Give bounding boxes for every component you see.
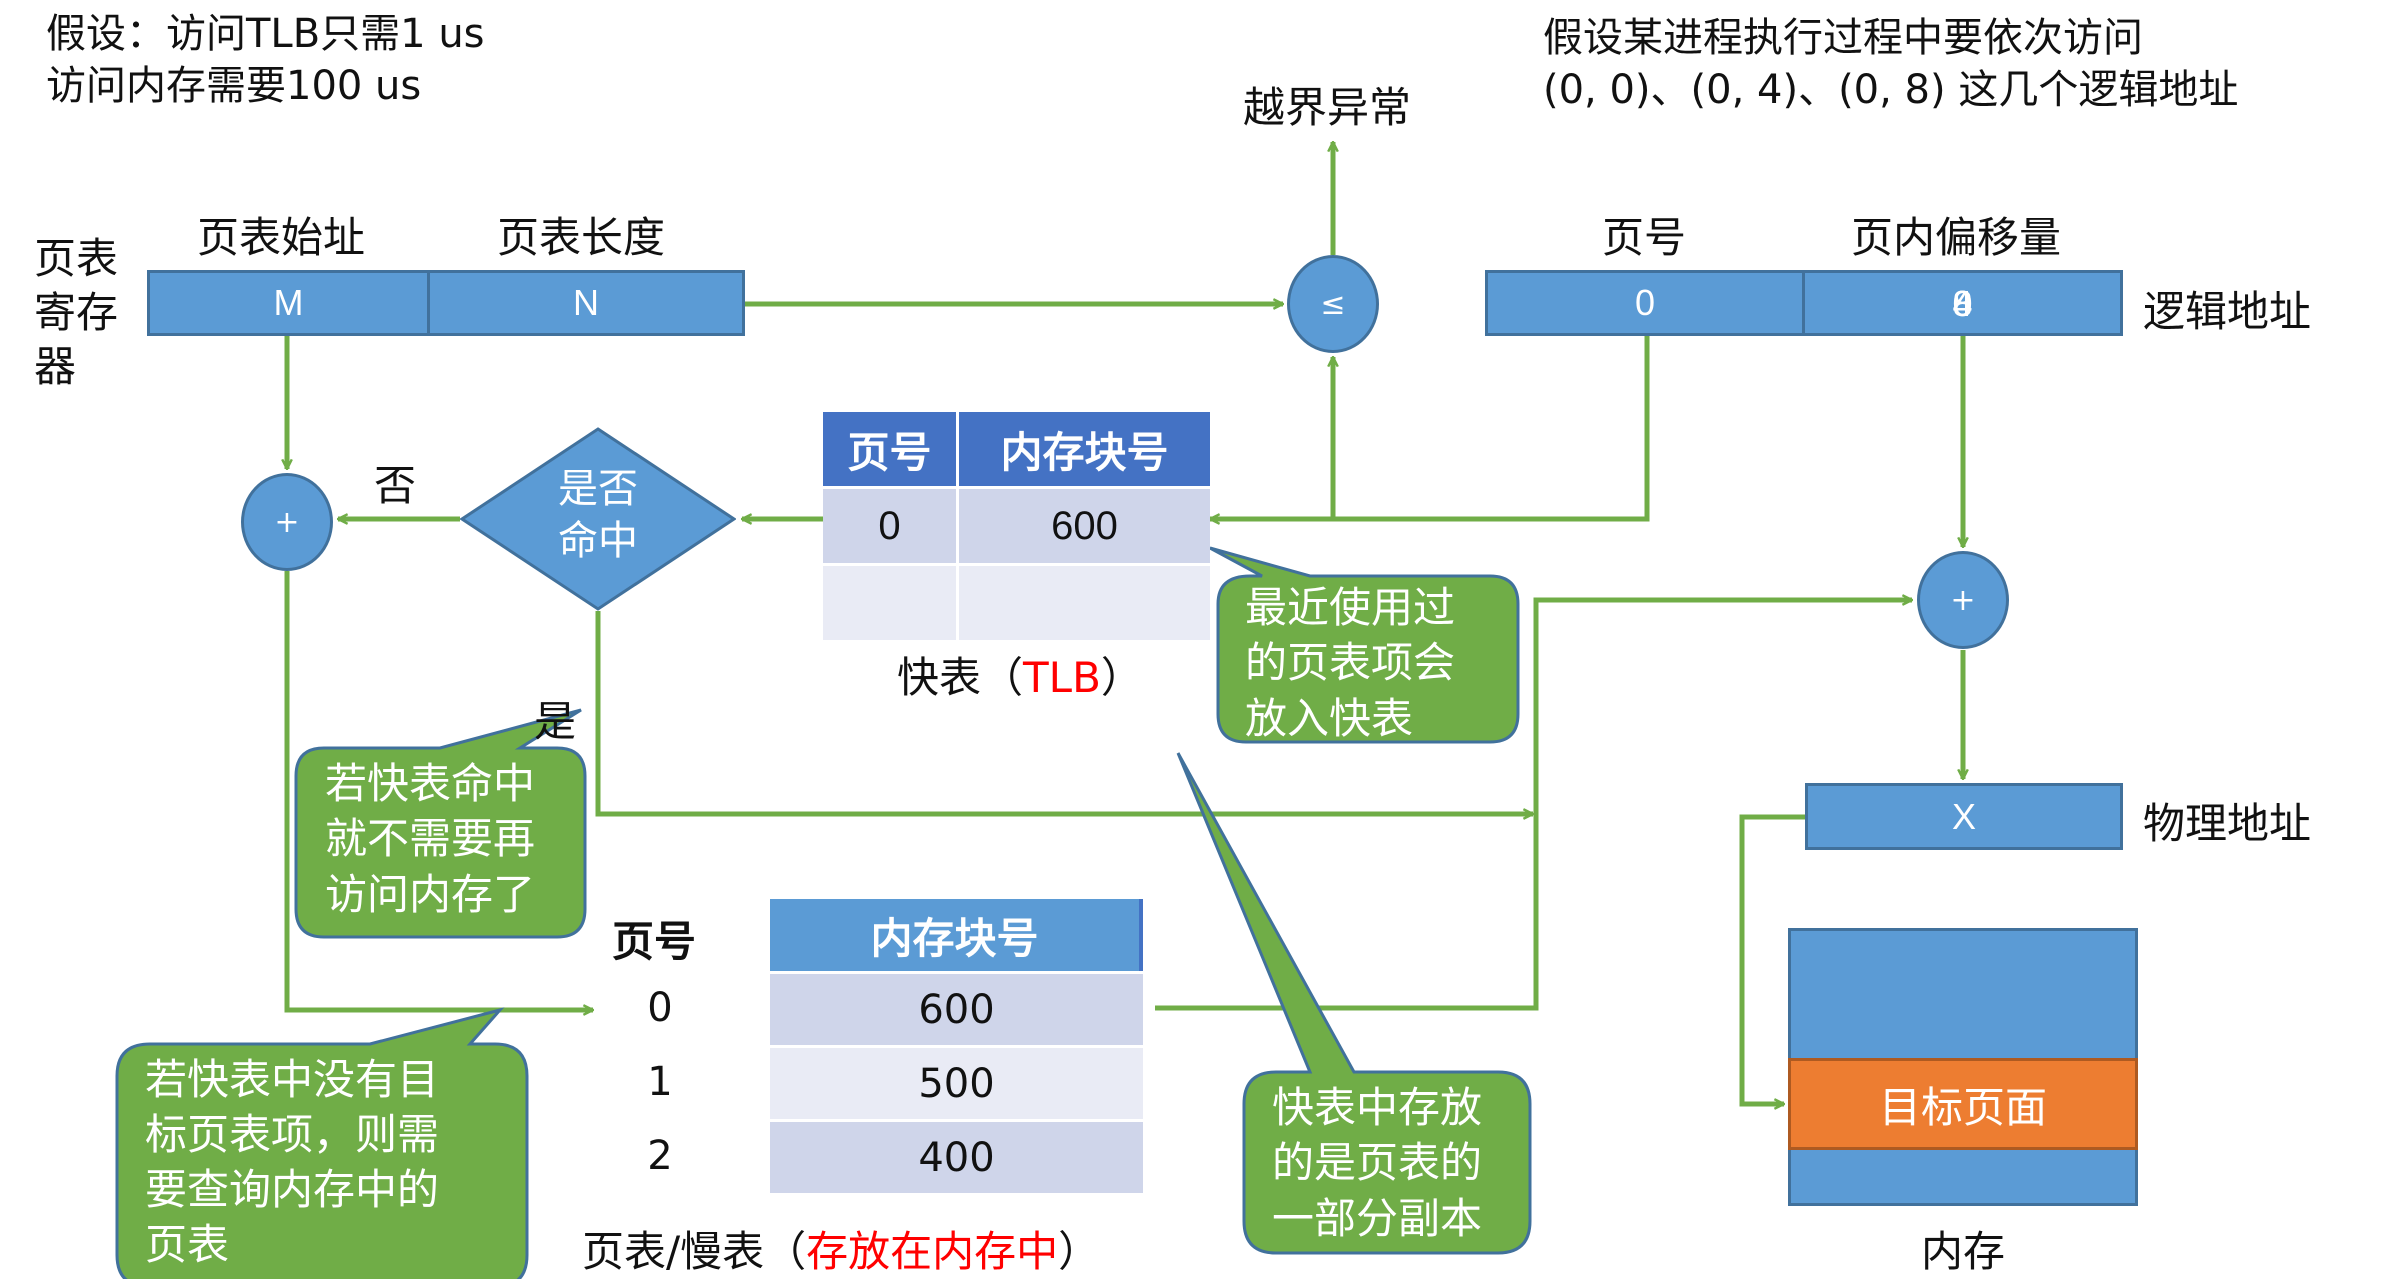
tlb-table: 页号 内存块号 0 600	[823, 412, 1210, 640]
line-page-to-tlb	[1210, 336, 1650, 519]
arrow-decision-yes-to-merge	[595, 611, 1533, 814]
yes-label: 是	[534, 697, 577, 746]
callout-hit-bubble	[294, 708, 587, 939]
decision-text: 是否 命中	[460, 463, 736, 567]
memory-label: 内存	[1921, 1227, 2006, 1276]
callout-recent-text: 最近使用过 的页表项会 放入快表	[1245, 580, 1455, 746]
tlb-row: 0 600	[823, 486, 1210, 565]
callout-hit-line: 就不需要再	[325, 814, 536, 864]
tlb-cell-page: 0	[823, 486, 959, 565]
callout-hit-text: 若快表命中 就不需要再 访问内存了	[325, 756, 535, 922]
page-table-register-label: 页表 寄存 器	[34, 232, 118, 394]
page-table-page-column: 0 1 2	[610, 971, 710, 1192]
adder-node-right: +	[1917, 551, 2009, 649]
adder-node-left: +	[241, 473, 333, 571]
page-table-start-cell: M	[147, 270, 430, 336]
callout-hit-line: 若快表命中	[325, 759, 536, 808]
page-table-caption-prefix: 页表/慢表（	[582, 1227, 807, 1276]
compare-node: ≤	[1287, 255, 1379, 353]
tlb-caption-highlight: TLB	[1023, 653, 1101, 702]
callout-recent-line: 放入快表	[1245, 693, 1414, 743]
offset-overlapping-values: 0 4 8	[1949, 283, 1977, 324]
callout-recent-line: 最近使用过	[1245, 583, 1456, 632]
page-offset-label: 页内偏移量	[1851, 213, 2062, 262]
page-number-label: 页号	[1602, 213, 1687, 262]
offset-value-2: 8	[1952, 283, 1973, 324]
tlb-header-row: 页号 内存块号	[823, 412, 1210, 488]
arrow-page-table-to-adder2	[1155, 600, 1912, 1011]
page-table-page-number: 0	[647, 985, 673, 1031]
callout-miss-line: 标页表项，则需	[145, 1110, 440, 1160]
decision-text-line-2: 命中	[558, 518, 638, 564]
logical-offset-cell: 0 4 8	[1802, 270, 2123, 336]
page-table-page-number: 2	[647, 1133, 673, 1179]
callout-copy-line: 的是页表的	[1272, 1138, 1483, 1188]
page-table-start-label: 页表始址	[197, 213, 366, 262]
register-label-line-1: 页表	[34, 234, 119, 283]
page-table-block-number: 400	[770, 1119, 1143, 1193]
tlb-row	[823, 563, 1210, 640]
callout-miss-bubble	[115, 1007, 529, 1279]
arrow-adder-to-page-table	[284, 571, 593, 1010]
page-table-block-number: 600	[770, 971, 1143, 1045]
page-table-page-header: 页号	[612, 917, 697, 966]
page-table-block-number: 500	[770, 1045, 1143, 1119]
tlb-cell-block: 600	[957, 486, 1210, 565]
callout-recent-bubble	[1209, 546, 1520, 744]
callout-miss-text: 若快表中没有目 标页表项，则需 要查询内存中的 页表	[145, 1052, 439, 1272]
tlb-header-page: 页号	[823, 412, 959, 488]
tlb-header-block: 内存块号	[957, 412, 1210, 488]
page-table-caption: 页表/慢表（存放在内存中）	[582, 1218, 1100, 1279]
callout-miss-line: 页表	[145, 1220, 230, 1270]
decision-text-line-1: 是否	[558, 466, 638, 512]
page-table-page-number: 1	[647, 1059, 673, 1105]
out-of-bounds-label: 越界异常	[1243, 83, 1412, 132]
page-table-length-label: 页表长度	[497, 213, 666, 262]
page-table-block-header: 内存块号	[770, 899, 1143, 971]
offset-value-1: 4	[1952, 283, 1973, 324]
tlb-cell-block	[957, 563, 1210, 640]
register-label-line-2: 寄存	[34, 288, 119, 337]
tlb-cell-page	[823, 563, 959, 640]
physical-address-label: 物理地址	[2143, 799, 2312, 848]
arrow-physical-to-memory	[1739, 814, 1805, 1104]
scenario-line-2: (0, 0)、(0, 4)、(0, 8) 这几个逻辑地址	[1543, 67, 2239, 113]
callout-miss-line: 若快表中没有目	[145, 1055, 440, 1104]
callout-miss-line: 要查询内存中的	[145, 1165, 440, 1215]
tlb-caption-prefix: 快表（	[897, 653, 1024, 702]
page-table-length-cell: N	[427, 270, 745, 336]
assumption-text: 假设：访问TLB只需1 us 访问内存需要100 us	[46, 8, 485, 112]
tlb-caption-suffix: ）	[1100, 653, 1143, 702]
scenario-text: 假设某进程执行过程中要依次访问 (0, 0)、(0, 4)、(0, 8) 这几个…	[1543, 12, 2238, 116]
physical-address-cell: X	[1805, 783, 2123, 850]
register-label-line-3: 器	[34, 342, 77, 391]
page-table-caption-suffix: ）	[1058, 1227, 1101, 1276]
tlb-caption: 快表（TLB）	[897, 644, 1143, 705]
target-page: 目标页面	[1788, 1058, 2138, 1150]
callout-copy-text: 快表中存放 的是页表的 一部分副本	[1272, 1080, 1482, 1246]
page-table-block-column: 600 500 400	[770, 971, 1143, 1193]
decision-diamond	[460, 427, 736, 611]
callout-copy-bubble	[1176, 752, 1532, 1255]
page-table-caption-highlight: 存放在内存中	[806, 1227, 1059, 1276]
callout-recent-line: 的页表项会	[1245, 638, 1456, 688]
logical-page-cell: 0	[1485, 270, 1805, 336]
logical-address-label: 逻辑地址	[2143, 287, 2312, 336]
assumption-line-1: 假设：访问TLB只需1 us	[46, 11, 485, 57]
assumption-line-2: 访问内存需要100 us	[46, 63, 422, 109]
no-label: 否	[374, 461, 417, 510]
callout-hit-line: 访问内存了	[325, 869, 536, 919]
scenario-line-1: 假设某进程执行过程中要依次访问	[1543, 15, 2143, 61]
offset-value-0: 0	[1952, 283, 1973, 324]
callout-copy-line: 快表中存放	[1272, 1083, 1483, 1132]
callout-copy-line: 一部分副本	[1272, 1193, 1483, 1243]
